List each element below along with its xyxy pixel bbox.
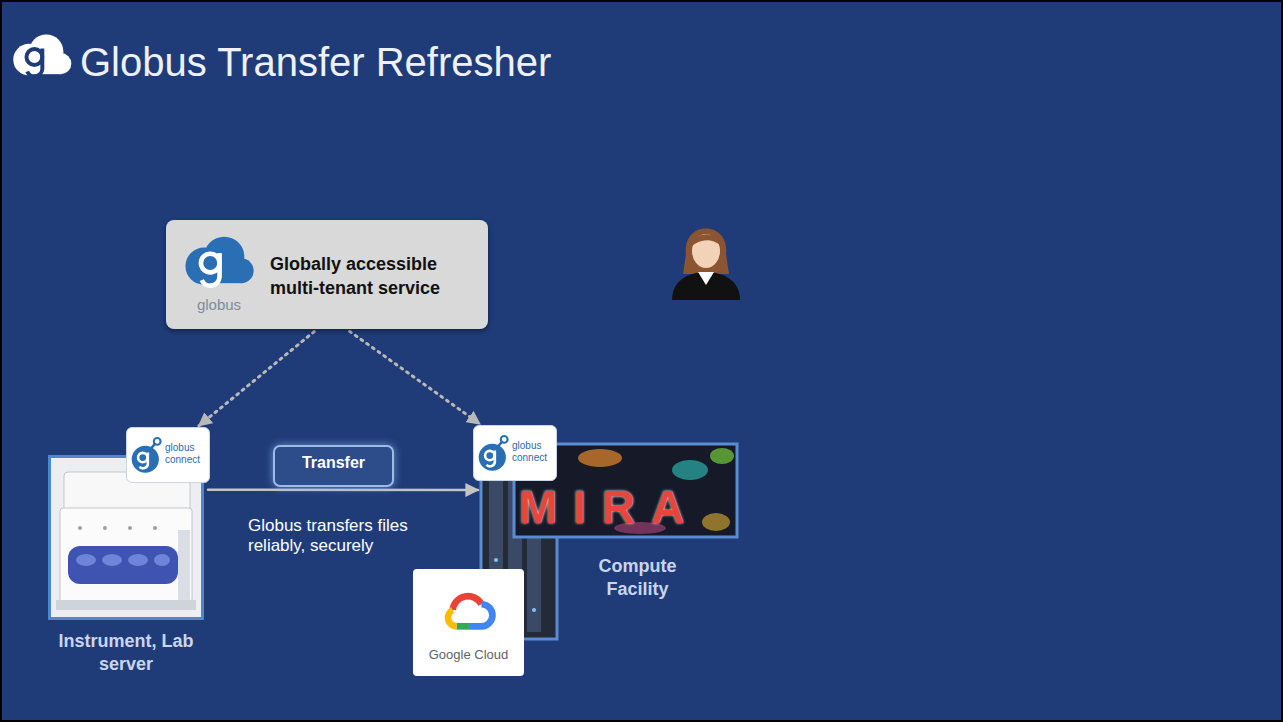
cloud-box: Google Cloud xyxy=(413,569,524,676)
text-slot: globus connect xyxy=(512,440,554,463)
title-slot: Globus Transfer Refresher xyxy=(80,38,551,86)
text-slot: Google Cloud xyxy=(413,647,524,662)
text-slot: Compute Facility xyxy=(580,555,695,602)
logo-caption: globus xyxy=(178,296,260,313)
logo-icon xyxy=(477,433,511,473)
user-icon xyxy=(672,229,740,301)
connect-badge: globus connect xyxy=(473,425,557,481)
image-label: MIRA xyxy=(519,484,701,530)
connect-badge: globus connect xyxy=(126,427,210,483)
badge-text: globus connect xyxy=(165,442,207,465)
logo-icon xyxy=(439,587,497,633)
cloud-caption: Google Cloud xyxy=(413,647,524,662)
text-slot: Globus transfers files reliably, securel… xyxy=(248,516,443,557)
box-caption: Compute Facility xyxy=(580,555,695,602)
connector xyxy=(208,488,478,491)
text-slot: Globally accessible multi-tenant service xyxy=(270,252,480,301)
connector xyxy=(350,331,480,424)
logo-icon xyxy=(178,232,258,294)
button-text: Transfer xyxy=(275,447,392,479)
transfer-button: Transfer xyxy=(273,445,394,487)
connector xyxy=(199,332,314,426)
instrument-box: globus connectInstrument, Lab server xyxy=(48,455,204,620)
text-slot: globus connect xyxy=(165,442,207,465)
badge-text: globus connect xyxy=(512,440,554,463)
text-slot: MIRA xyxy=(519,484,701,530)
box-caption: Instrument, Lab server xyxy=(41,630,211,677)
logo-icon xyxy=(130,435,164,475)
edge-label: Globus transfers files reliably, securel… xyxy=(248,516,443,557)
service-box: globus Globally accessible multi-tenant s… xyxy=(166,220,488,329)
text-slot: Instrument, Lab server xyxy=(41,630,211,677)
service-text: Globally accessible multi-tenant service xyxy=(270,252,480,301)
text-slot: globus xyxy=(178,296,260,313)
slide-title: Globus Transfer Refresher xyxy=(80,38,551,86)
text-slot: Transfer xyxy=(275,447,392,479)
